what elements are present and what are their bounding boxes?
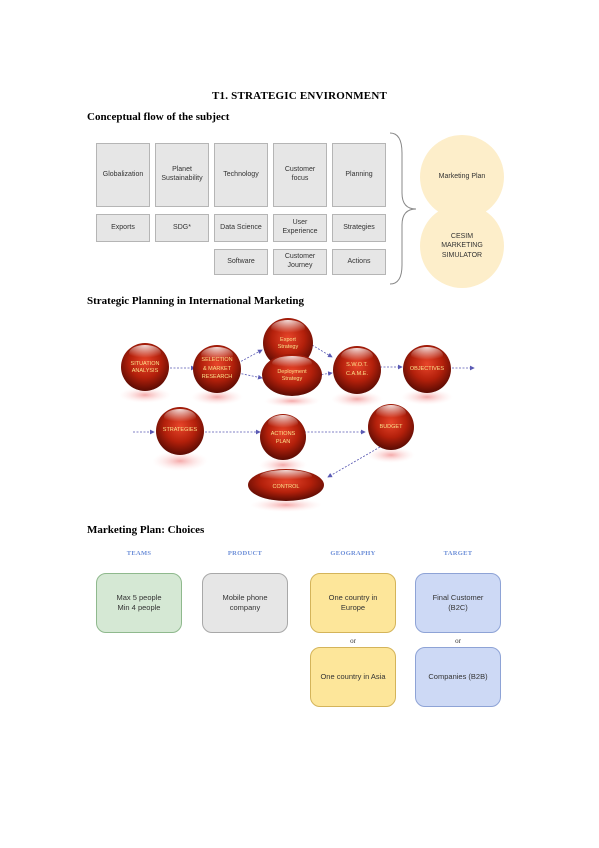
box-software: Software bbox=[214, 249, 268, 275]
or-label-target: or bbox=[455, 637, 461, 645]
arrow-selection-deployment bbox=[237, 372, 263, 380]
label-objectives: OBJECTIVES bbox=[410, 366, 445, 372]
arrow-budget-control bbox=[327, 446, 381, 478]
box-exports: Exports bbox=[96, 214, 150, 242]
node-swot-came: S.W.O.T. C.A.M.E. bbox=[331, 346, 383, 407]
box-customer-focus: Customer focus bbox=[273, 143, 327, 207]
arrow-selection-export bbox=[237, 349, 263, 364]
node-actions-plan: ACTIONS PLAN bbox=[259, 414, 307, 473]
label-selection-2: & MARKET bbox=[203, 366, 232, 372]
label-control: CONTROL bbox=[273, 484, 300, 490]
label-situation-2: ANALYSIS bbox=[132, 368, 159, 374]
label-selection-3: RESEARCH bbox=[202, 374, 233, 380]
label-selection-1: SELECTION bbox=[201, 357, 232, 363]
box-data-science: Data Science bbox=[214, 214, 268, 242]
label-export-1: Export bbox=[280, 337, 296, 343]
label-actions-2: PLAN bbox=[276, 439, 290, 445]
label-actions-1: ACTIONS bbox=[271, 431, 296, 437]
choice-target-b2c: Final Customer (B2C) bbox=[415, 573, 501, 633]
section-heading-conceptual-flow: Conceptual flow of the subject bbox=[87, 111, 230, 123]
column-head-target: TARGET bbox=[443, 550, 473, 557]
column-head-product: PRODUCT bbox=[227, 550, 263, 557]
box-sdg: SDG* bbox=[155, 214, 209, 242]
node-situation-analysis: SITUATION ANALYSIS bbox=[119, 343, 171, 403]
label-export-2: Strategy bbox=[278, 344, 299, 350]
box-customer-journey: Customer Journey bbox=[273, 249, 327, 275]
node-control: CONTROL bbox=[248, 469, 324, 512]
column-head-teams: TEAMS bbox=[126, 550, 152, 557]
label-swot-1: S.W.O.T. bbox=[346, 362, 368, 368]
choice-geography-asia: One country in Asia bbox=[310, 647, 396, 707]
label-strategies: STRATEGIES bbox=[163, 427, 198, 433]
node-strategies: STRATEGIES bbox=[152, 407, 208, 471]
choice-team-size: Max 5 people Min 4 people bbox=[96, 573, 182, 633]
label-situation-1: SITUATION bbox=[131, 361, 160, 367]
curly-brace bbox=[389, 132, 417, 285]
section-heading-choices: Marketing Plan: Choices bbox=[87, 524, 205, 536]
or-label-geography: or bbox=[350, 637, 356, 645]
page-title: T1. STRATEGIC ENVIRONMENT bbox=[0, 90, 599, 102]
column-head-geography: GEOGRAPHY bbox=[330, 550, 376, 557]
choice-product: Mobile phone company bbox=[202, 573, 288, 633]
section-heading-strategic-planning: Strategic Planning in International Mark… bbox=[87, 295, 304, 307]
label-deployment-1: Deployment bbox=[277, 369, 307, 375]
node-deployment-strategy: Deployment Strategy bbox=[262, 354, 322, 407]
box-planet-sustainability: Planet Sustainability bbox=[155, 143, 209, 207]
box-user-experience: User Experience bbox=[273, 214, 327, 242]
choice-geography-europe: One country in Europe bbox=[310, 573, 396, 633]
node-budget: BUDGET bbox=[367, 404, 415, 463]
page-title-text: T1. STRATEGIC ENVIRONMENT bbox=[211, 90, 388, 102]
box-technology: Technology bbox=[214, 143, 268, 207]
label-swot-2: C.A.M.E. bbox=[346, 371, 368, 377]
label-deployment-2: Strategy bbox=[282, 376, 303, 382]
arrow-deployment-swot bbox=[317, 371, 333, 376]
strategic-planning-diagram: SITUATION ANALYSIS SELECTION & MARKET RE… bbox=[119, 318, 475, 512]
box-planning: Planning bbox=[332, 143, 386, 207]
box-strategies: Strategies bbox=[332, 214, 386, 242]
node-selection-market-research: SELECTION & MARKET RESEARCH bbox=[191, 345, 243, 405]
arrow-export-swot bbox=[311, 344, 333, 358]
box-actions: Actions bbox=[332, 249, 386, 275]
box-globalization: Globalization bbox=[96, 143, 150, 207]
label-budget: BUDGET bbox=[380, 424, 404, 430]
choice-target-b2b: Companies (B2B) bbox=[415, 647, 501, 707]
node-objectives: OBJECTIVES bbox=[401, 345, 453, 405]
oval-cesim-simulator: CESIM MARKETING SIMULATOR bbox=[420, 204, 504, 288]
